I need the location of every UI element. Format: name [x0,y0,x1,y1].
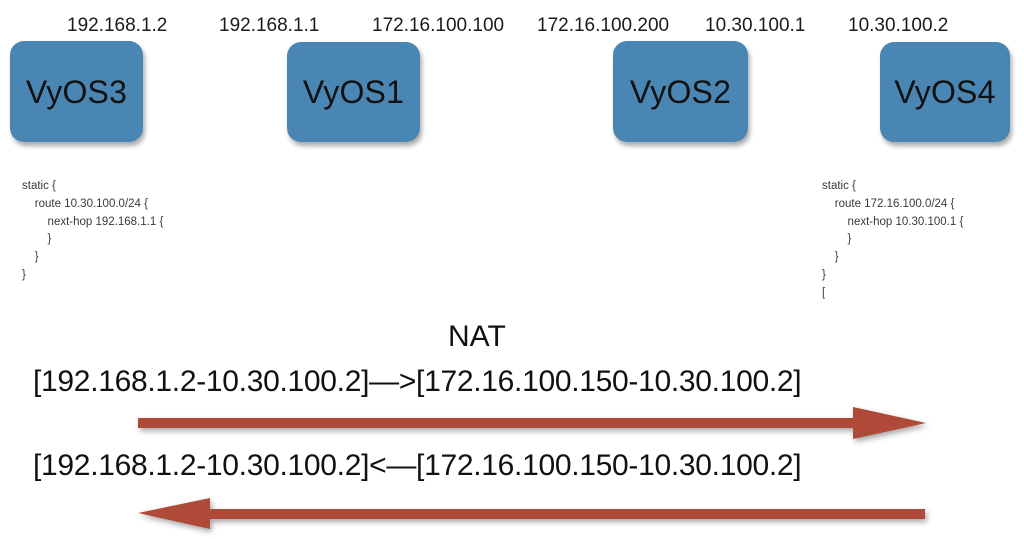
config-block-vyos3: static { route 10.30.100.0/24 { next-hop… [22,180,164,282]
ip-label-vyos3: 192.168.1.2 [67,15,168,36]
node-vyos2-label: VyOS2 [629,73,732,110]
ip-label-vyos4: 10.30.100.2 [848,15,949,36]
nat-flow-outbound-text: [192.168.1.2-10.30.100.2]—>[172.16.100.1… [33,365,802,398]
nat-flow-inbound-text: [192.168.1.2-10.30.100.2]<—[172.16.100.1… [33,449,802,482]
config-block-vyos4: static { route 172.16.100.0/24 { next-ho… [822,180,964,299]
ip-label-vyos2-left: 172.16.100.200 [537,15,670,36]
node-vyos4-label: VyOS4 [894,74,996,110]
ip-label-vyos1-right: 172.16.100.100 [372,15,505,36]
node-vyos1-label: VyOS1 [302,74,405,110]
ip-label-vyos1-left: 192.168.1.1 [219,15,320,36]
node-vyos4[interactable]: VyOS4 [880,42,1010,142]
node-vyos3-label: VyOS3 [25,73,128,110]
nat-arrow-left [138,498,925,529]
nat-arrow-right [138,407,926,439]
ip-label-vyos2-right: 10.30.100.1 [705,15,806,36]
node-vyos1[interactable]: VyOS1 [287,42,420,142]
node-vyos2[interactable]: VyOS2 [613,41,748,142]
nat-title: NAT [448,320,506,353]
node-vyos3[interactable]: VyOS3 [10,41,143,142]
